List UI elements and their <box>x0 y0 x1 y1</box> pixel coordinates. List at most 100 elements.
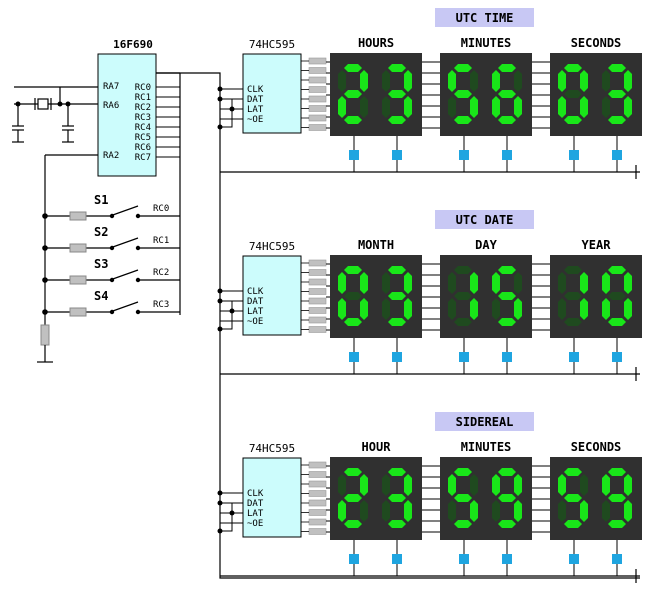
segment-resistor <box>308 269 327 276</box>
seven-segment-digit <box>492 468 522 528</box>
segment-resistor <box>308 297 327 305</box>
segment-b <box>470 272 478 294</box>
segment-resistor <box>308 288 327 295</box>
seven-segment-digit <box>448 64 478 124</box>
segment-b <box>360 272 368 294</box>
segment-resistor <box>308 499 327 507</box>
segment-resistor <box>308 278 327 286</box>
segment-a <box>608 468 626 476</box>
display-module <box>330 53 422 136</box>
segment-b <box>404 272 412 294</box>
shift-register-pin-label: CLK <box>247 489 264 499</box>
segment-resistor <box>308 490 327 497</box>
mcu-pin-label: RA2 <box>103 151 119 161</box>
digit-connector <box>459 352 469 362</box>
segment-e <box>382 500 390 522</box>
segment-c <box>360 298 368 320</box>
seven-segment-digit <box>382 64 412 124</box>
segment-b <box>470 70 478 92</box>
segment-resistor <box>308 461 327 469</box>
seven-segment-digit <box>382 468 412 528</box>
seven-segment-digit <box>338 266 368 326</box>
display-module <box>440 53 532 136</box>
segment-d <box>454 520 472 528</box>
segment-d <box>498 520 516 528</box>
segment-resistor <box>308 480 327 488</box>
mcu-pin-label: RA7 <box>103 82 119 92</box>
seven-segment-digit <box>558 64 588 124</box>
segment-g <box>498 292 516 300</box>
segment-e <box>448 500 456 522</box>
segment-e <box>338 96 346 118</box>
segment-resistor <box>308 76 327 84</box>
segment-e <box>448 298 456 320</box>
display-group-label: MONTH <box>358 238 394 252</box>
seven-segment-digit <box>602 468 632 528</box>
segment-g <box>388 292 406 300</box>
segment-resistor <box>308 528 327 535</box>
segment-g <box>608 494 626 502</box>
digit-connector <box>569 352 579 362</box>
segment-resistor <box>308 67 327 74</box>
shift-register-pin-label: ~OE <box>247 519 263 529</box>
segment-b <box>360 70 368 92</box>
segment-d <box>498 116 516 124</box>
segment-g <box>454 494 472 502</box>
segment-g <box>454 90 472 98</box>
seven-segment-digit <box>602 266 632 326</box>
segment-d <box>388 520 406 528</box>
segment-e <box>558 96 566 118</box>
segment-resistor <box>308 307 327 314</box>
panel-header-box <box>435 8 534 27</box>
segment-a <box>388 266 406 274</box>
segment-b <box>404 474 412 496</box>
seven-segment-digit <box>558 468 588 528</box>
digit-connector <box>349 150 359 160</box>
pullup-resistor <box>40 324 50 346</box>
segment-resistor <box>308 105 327 112</box>
oscillator-network <box>12 86 98 143</box>
switch-pin-label: RC3 <box>153 300 169 310</box>
segment-f <box>492 272 500 294</box>
digit-connector <box>612 352 622 362</box>
shift-register-pin-label: ~OE <box>247 317 263 327</box>
segment-a <box>498 64 516 72</box>
segment-e <box>558 298 566 320</box>
segment-g <box>344 292 362 300</box>
mcu: 16F690 RA7 RA6 RA2 RC0RC1RC2RC3RC4RC5RC6… <box>97 38 180 177</box>
mcu-pin-label: RC7 <box>135 153 151 163</box>
digit-connector <box>502 352 512 362</box>
segment-b <box>624 272 632 294</box>
segment-f <box>448 474 456 496</box>
shift-register-pin-label: DAT <box>247 95 264 105</box>
segment-f <box>382 474 390 496</box>
segment-e <box>602 298 610 320</box>
segment-c <box>514 298 522 320</box>
segment-e <box>558 500 566 522</box>
segment-a <box>454 468 472 476</box>
switch-label: S1 <box>94 193 108 207</box>
segment-e <box>492 298 500 320</box>
segment-f <box>448 70 456 92</box>
segment-d <box>344 116 362 124</box>
segment-b <box>514 272 522 294</box>
display-group-label: HOURS <box>358 36 394 50</box>
display-module <box>440 457 532 540</box>
segment-c <box>624 96 632 118</box>
panel-header: SIDEREAL <box>456 415 514 429</box>
segment-e <box>602 96 610 118</box>
segment-a <box>388 468 406 476</box>
segment-e <box>492 500 500 522</box>
mcu-pin-label: RC2 <box>135 103 151 113</box>
segment-resistor <box>308 57 327 65</box>
segment-d <box>388 318 406 326</box>
display-panel: UTC DATE74HC595CLKDATLAT~OEMONTH03DAY15Y… <box>217 210 642 381</box>
segment-c <box>580 500 588 522</box>
segment-c <box>624 500 632 522</box>
segment-d <box>344 520 362 528</box>
segment-b <box>580 70 588 92</box>
digit-connector <box>349 352 359 362</box>
segment-a <box>498 266 516 274</box>
segment-a <box>344 266 362 274</box>
display-module <box>330 457 422 540</box>
